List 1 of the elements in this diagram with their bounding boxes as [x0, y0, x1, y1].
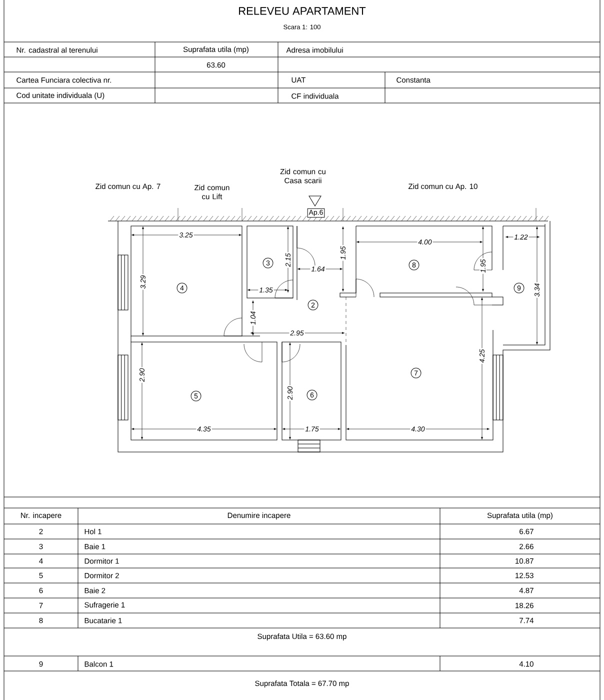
title: RELEVEU APARTAMENT — [239, 7, 366, 15]
